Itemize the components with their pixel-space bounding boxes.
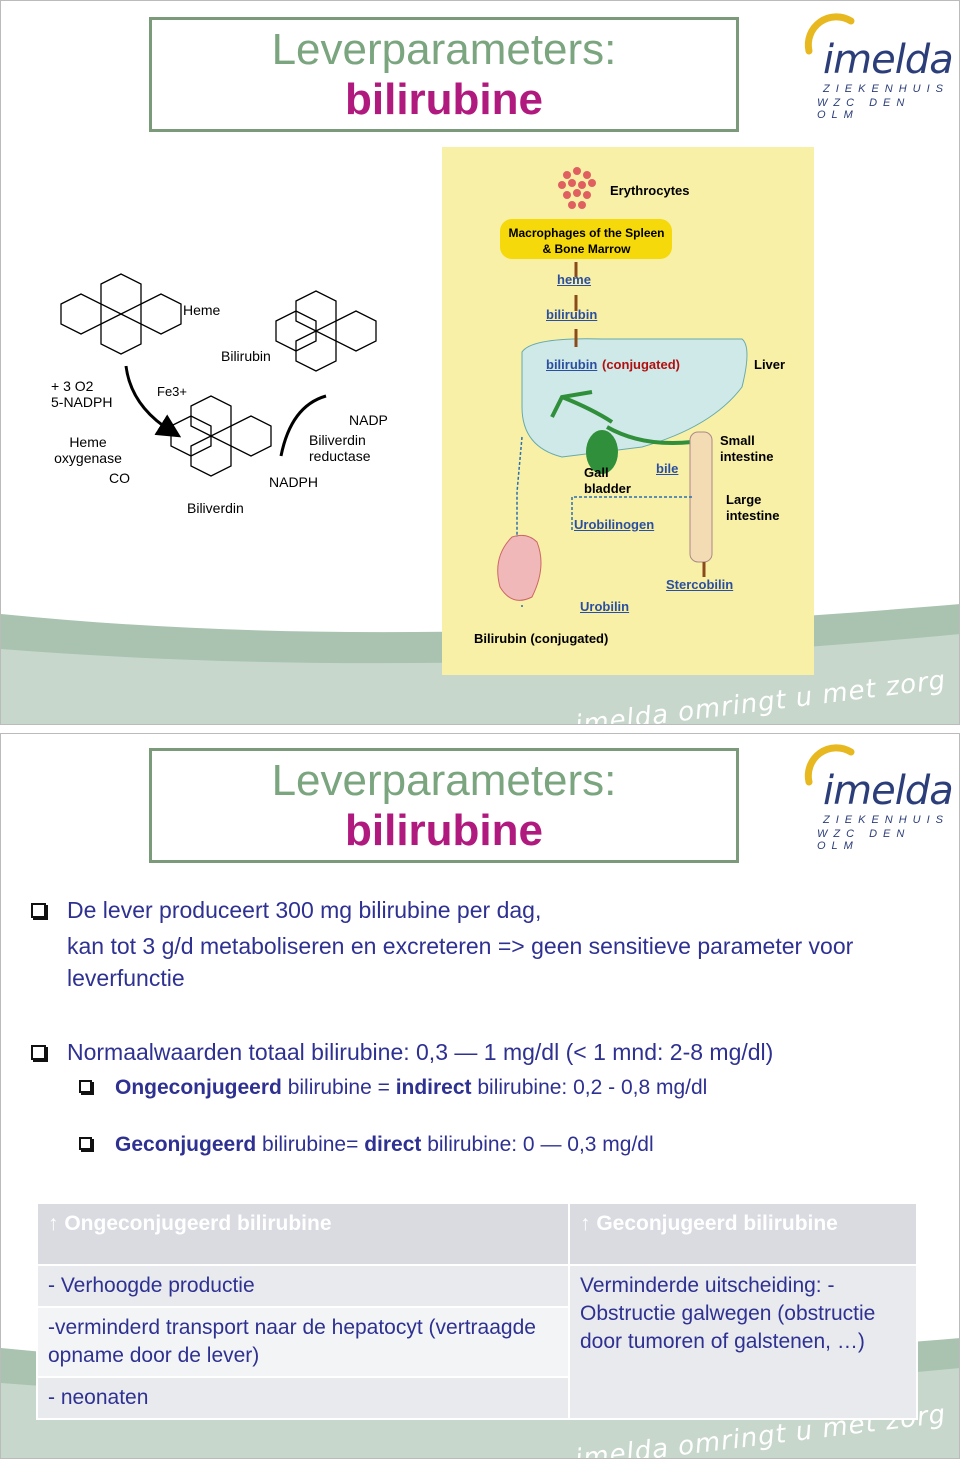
logo-sub-2: WZC DEN OLM [817, 97, 911, 121]
label-nadph-2: NADPH [269, 474, 319, 490]
slide-1: imelda omringt u met zorg Leverparameter… [0, 0, 960, 725]
liver-illustration-icon [497, 167, 748, 607]
label-bilirubin-liver: bilirubin [546, 357, 598, 372]
label-o2: + 3 O2 [51, 378, 94, 394]
label-bilirubin: Bilirubin [221, 348, 271, 364]
checkbox-bullet-icon [31, 1045, 46, 1060]
sub2-direct: direct [364, 1133, 422, 1156]
sub2-value: bilirubine: 0 — 0,3 mg/dl [421, 1133, 654, 1156]
header-conjugated: ↑ Geconjugeerd bilirubine [568, 1202, 918, 1266]
checkbox-bullet-icon [79, 1137, 92, 1150]
label-urobilinogen: Urobilinogen [574, 517, 655, 532]
porphyrin-structures-icon [60, 273, 377, 477]
cause-increased-production: - Verhoogde productie [36, 1264, 570, 1308]
label-small-intestine: Small intestine [720, 433, 774, 464]
bullet-list: De lever produceert 300 mg bilirubine pe… [31, 894, 931, 1161]
logo-arc-icon [804, 13, 855, 55]
label-heme-flow: heme [557, 272, 591, 287]
slide-2: imelda omringt u met zorg Leverparameter… [0, 733, 960, 1459]
label-large-intestine: Large intestine [726, 492, 780, 523]
heme-chemistry-diagram: Heme Bilirubin + 3 O2 5-NADPH Heme oxyge… [41, 256, 411, 526]
label-heme-oxygenase: Heme oxygenase [54, 434, 122, 466]
sub-bullet-conjugated: Geconjugeerd bilirubine= direct bilirubi… [79, 1129, 931, 1161]
imelda-logo: imelda ZIEKENHUIS WZC DEN OLM [801, 9, 954, 121]
sub2-term: Geconjugeerd [115, 1133, 257, 1156]
label-bile: bile [656, 461, 679, 476]
title-line-1: Leverparameters: [271, 756, 617, 805]
checkbox-bullet-icon [79, 1080, 92, 1093]
logo-name: imelda [823, 37, 954, 83]
bullet-2-text: Normaalwaarden totaal bilirubine: 0,3 — … [67, 1039, 774, 1065]
bilirubin-metabolism-figure: Erythrocytes Macrophages of the Spleen &… [442, 147, 814, 675]
label-bilirubin-conjugated: Bilirubin (conjugated) [474, 631, 609, 646]
label-biliverdin: Biliverdin [187, 500, 244, 516]
cause-reduced-transport: -verminderd transport naar de hepatocyt … [36, 1306, 570, 1378]
label-heme: Heme [183, 302, 221, 318]
label-macrophages: Macrophages of the Spleen & Bone Marrow [508, 226, 665, 256]
cause-decreased-excretion: Verminderde uitscheiding: - Obstructie g… [568, 1264, 918, 1420]
label-nadph-1: 5-NADPH [51, 394, 113, 410]
label-bilirubin-flow: bilirubin [546, 307, 598, 322]
sub1-mid: bilirubine = [281, 1076, 396, 1099]
title-line-2: bilirubine [345, 75, 543, 124]
label-fe3: Fe3+ [157, 384, 187, 399]
label-conjugated: (conjugated) [602, 357, 680, 372]
sub2-mid: bilirubine= [256, 1133, 365, 1156]
title-line-2: bilirubine [345, 806, 543, 855]
header-unconjugated: ↑ Ongeconjugeerd bilirubine [36, 1202, 570, 1266]
bullet-1-line-2: kan tot 3 g/d metaboliseren en excretere… [67, 933, 854, 991]
checkbox-bullet-icon [31, 903, 46, 918]
sub1-term: Ongeconjugeerd [115, 1076, 282, 1099]
label-gall-bladder: Gall bladder [584, 465, 631, 496]
title-box: Leverparameters: bilirubine [149, 17, 739, 132]
causes-table: ↑ Ongeconjugeerd bilirubine ↑ Geconjugee… [36, 1202, 918, 1420]
sub1-indirect: indirect [395, 1076, 472, 1099]
label-nadp: NADP [349, 412, 388, 428]
logo-arc-icon [804, 744, 855, 786]
label-biliverdin-reductase: Biliverdin reductase [309, 432, 371, 464]
logo-sub-1: ZIEKENHUIS [823, 814, 950, 826]
title-box: Leverparameters: bilirubine [149, 748, 739, 863]
logo-sub-1: ZIEKENHUIS [823, 83, 950, 95]
label-stercobilin: Stercobilin [666, 577, 734, 592]
sub1-value: bilirubine: 0,2 - 0,8 mg/dl [471, 1076, 708, 1099]
label-liver: Liver [754, 357, 786, 372]
cause-neonates: - neonaten [36, 1376, 570, 1420]
logo-sub-2: WZC DEN OLM [817, 828, 911, 852]
bullet-normal-values: Normaalwaarden totaal bilirubine: 0,3 — … [31, 1036, 931, 1068]
label-erythrocytes: Erythrocytes [610, 183, 690, 198]
sub-bullet-unconjugated: Ongeconjugeerd bilirubine = indirect bil… [79, 1072, 931, 1104]
bullet-1-line-1: De lever produceert 300 mg bilirubine pe… [67, 897, 542, 923]
label-urobilin: Urobilin [580, 599, 630, 614]
imelda-logo: imelda ZIEKENHUIS WZC DEN OLM [801, 740, 954, 852]
label-co: CO [109, 470, 130, 486]
logo-name: imelda [823, 768, 954, 814]
title-line-1: Leverparameters: [271, 25, 617, 74]
bullet-production: De lever produceert 300 mg bilirubine pe… [31, 894, 931, 994]
